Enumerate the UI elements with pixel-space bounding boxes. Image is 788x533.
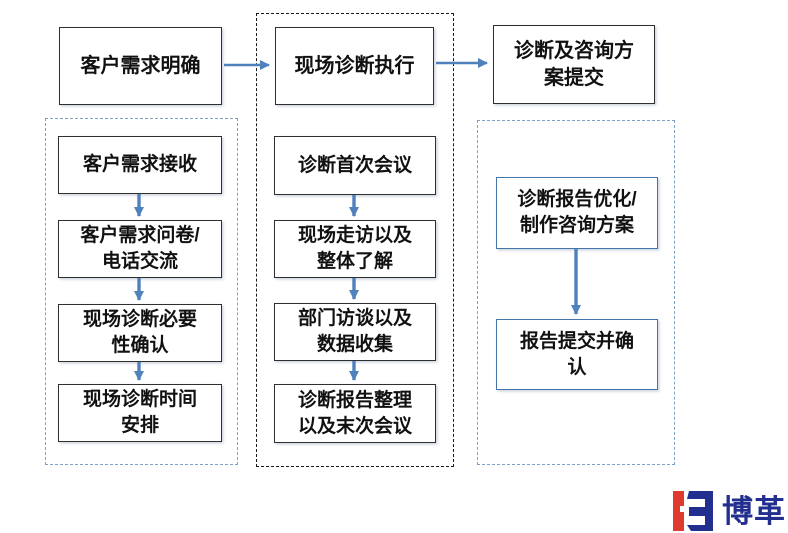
phase1-step4-label: 现场诊断时间 安排: [82, 389, 197, 436]
phase1-step2-label: 客户需求问卷/ 电话交流: [80, 225, 200, 272]
phase3-step1-label: 诊断报告优化/ 制作咨询方案: [517, 189, 637, 236]
phase-1-group: [45, 118, 238, 465]
phase2-step3-box: 部门访谈以及 数据收集: [274, 303, 436, 361]
phase2-step2-label: 现场走访以及 整体了解: [297, 225, 412, 272]
phase-2-group: [256, 13, 454, 467]
phase3-step1-box: 诊断报告优化/ 制作咨询方案: [496, 177, 658, 249]
phase3-step2-box: 报告提交并确 认: [496, 319, 658, 390]
phase3-step2-label: 报告提交并确 认: [519, 330, 634, 378]
top-step-2-box: 现场诊断执行: [275, 27, 434, 105]
phase2-step4-box: 诊断报告整理 以及末次会议: [274, 384, 436, 443]
phase1-step2-box: 客户需求问卷/ 电话交流: [58, 220, 222, 278]
top-step-1-label: 客户需求明确: [80, 54, 201, 77]
phase1-step3-box: 现场诊断必要 性确认: [58, 304, 222, 362]
phase-3-group: [477, 120, 675, 465]
phase1-step3-label: 现场诊断必要 性确认: [82, 309, 197, 356]
phase2-step3-label: 部门访谈以及 数据收集: [297, 308, 412, 355]
top-step-3-label: 诊断及咨询方 案提交: [514, 39, 634, 89]
top-step-3-box: 诊断及咨询方 案提交: [493, 25, 655, 104]
phase2-step1-box: 诊断首次会议: [274, 136, 436, 195]
top-step-1-box: 客户需求明确: [59, 27, 222, 105]
phase2-step1-label: 诊断首次会议: [297, 154, 412, 176]
phase1-step1-box: 客户需求接收: [58, 136, 222, 194]
phase2-step2-box: 现场走访以及 整体了解: [274, 220, 436, 278]
logo-text: 博革: [722, 493, 786, 529]
phase1-step4-box: 现场诊断时间 安排: [58, 384, 222, 442]
top-step-2-label: 现场诊断执行: [294, 54, 415, 77]
logo-mark-icon: [673, 491, 713, 531]
phase2-step4-label: 诊断报告整理 以及末次会议: [297, 389, 412, 437]
logo: 博革: [660, 490, 786, 532]
phase1-step1-label: 客户需求接收: [82, 154, 197, 176]
